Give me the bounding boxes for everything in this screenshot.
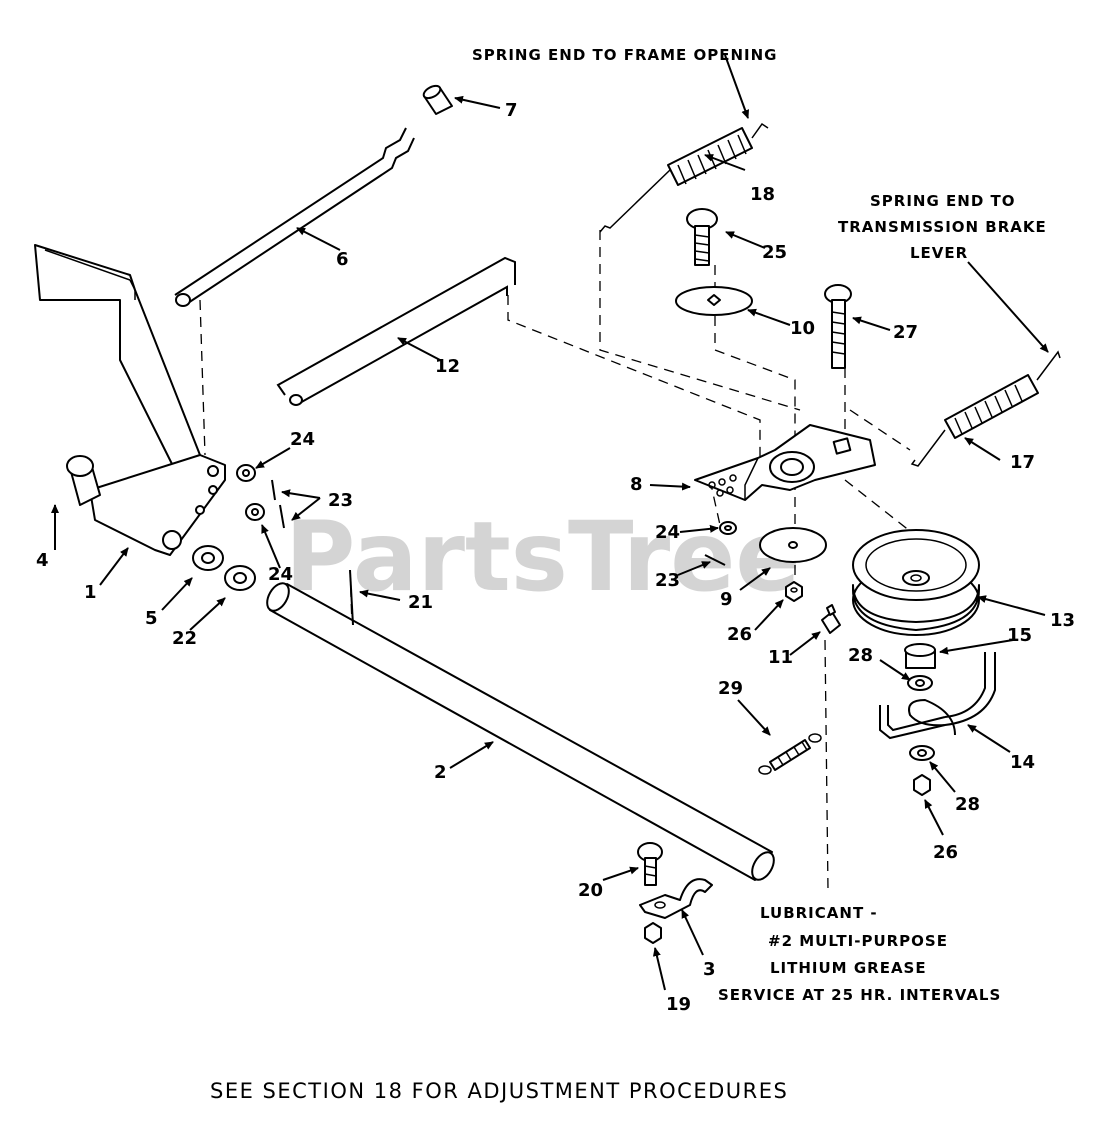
callout-7: 7 <box>505 100 518 121</box>
callout-23-left: 23 <box>328 490 353 511</box>
idler-arm-14 <box>879 652 996 740</box>
callout-17: 17 <box>1010 452 1035 473</box>
pulley-hardware <box>904 643 936 796</box>
callout-23-bracket: 23 <box>655 570 680 591</box>
shaft-part <box>266 582 775 881</box>
spring-17 <box>910 350 1061 467</box>
pivot-hardware <box>719 521 827 602</box>
callout-3: 3 <box>703 959 716 980</box>
rod-6 <box>174 127 415 307</box>
bolt-27 <box>824 284 852 369</box>
callout-6: 6 <box>336 249 349 270</box>
cotter-pins <box>271 479 726 626</box>
rod-12 <box>276 256 516 406</box>
note-lube-2: #2 MULTI-PURPOSE <box>768 932 948 950</box>
callout-9: 9 <box>720 589 733 610</box>
callout-28-top: 28 <box>848 645 873 666</box>
part-callouts: 7 6 12 18 25 10 27 17 8 24 23 9 26 11 13… <box>36 100 1075 1015</box>
callout-12: 12 <box>435 356 460 377</box>
note-spring-trans-1: SPRING END TO <box>870 192 1015 210</box>
note-spring-trans-3: LEVER <box>910 244 968 262</box>
callout-18: 18 <box>750 184 775 205</box>
bolt-25 <box>686 208 718 266</box>
callout-2: 2 <box>434 762 447 783</box>
callout-20: 20 <box>578 880 603 901</box>
callout-4: 4 <box>36 550 49 571</box>
bushing-4 <box>66 455 101 506</box>
callout-8: 8 <box>630 474 643 495</box>
notes: SPRING END TO FRAME OPENING SPRING END T… <box>472 46 1047 1004</box>
callout-15: 15 <box>1007 625 1032 646</box>
callout-24-low: 24 <box>268 564 293 585</box>
note-spring-frame: SPRING END TO FRAME OPENING <box>472 46 778 64</box>
note-lube-1: LUBRICANT - <box>760 904 878 922</box>
callout-22: 22 <box>172 628 197 649</box>
callout-26-pivot: 26 <box>727 624 752 645</box>
washers-left <box>192 464 265 591</box>
idler-pulley <box>852 529 980 636</box>
brake-pedal <box>34 244 226 556</box>
callout-13: 13 <box>1050 610 1075 631</box>
note-spring-trans-2: TRANSMISSION BRAKE <box>838 218 1047 236</box>
callout-10: 10 <box>790 318 815 339</box>
callout-25: 25 <box>762 242 787 263</box>
note-lube-4: SERVICE AT 25 HR. INTERVALS <box>718 986 1001 1004</box>
note-lube-3: LITHIUM GREASE <box>770 959 927 977</box>
clamp-hardware <box>637 842 713 944</box>
callout-5: 5 <box>145 608 158 629</box>
spring-18 <box>599 122 769 233</box>
callout-1: 1 <box>84 582 97 603</box>
callout-11: 11 <box>768 647 793 668</box>
callout-24-top: 24 <box>290 429 315 450</box>
callout-29: 29 <box>718 678 743 699</box>
footer-adjustment-note: SEE SECTION 18 FOR ADJUSTMENT PROCEDURES <box>210 1079 788 1103</box>
callout-27: 27 <box>893 322 918 343</box>
callout-24-bracket: 24 <box>655 522 680 543</box>
callout-26-pulley: 26 <box>933 842 958 863</box>
callout-28-bottom: 28 <box>955 794 980 815</box>
grease-fitting <box>821 604 841 634</box>
callout-19: 19 <box>666 994 691 1015</box>
callout-arrows <box>51 54 1049 991</box>
idler-bracket <box>694 424 876 501</box>
callout-21: 21 <box>408 592 433 613</box>
spring-29 <box>758 733 822 775</box>
washer-10 <box>675 286 753 316</box>
bushing-7 <box>422 84 453 115</box>
callout-14: 14 <box>1010 752 1035 773</box>
